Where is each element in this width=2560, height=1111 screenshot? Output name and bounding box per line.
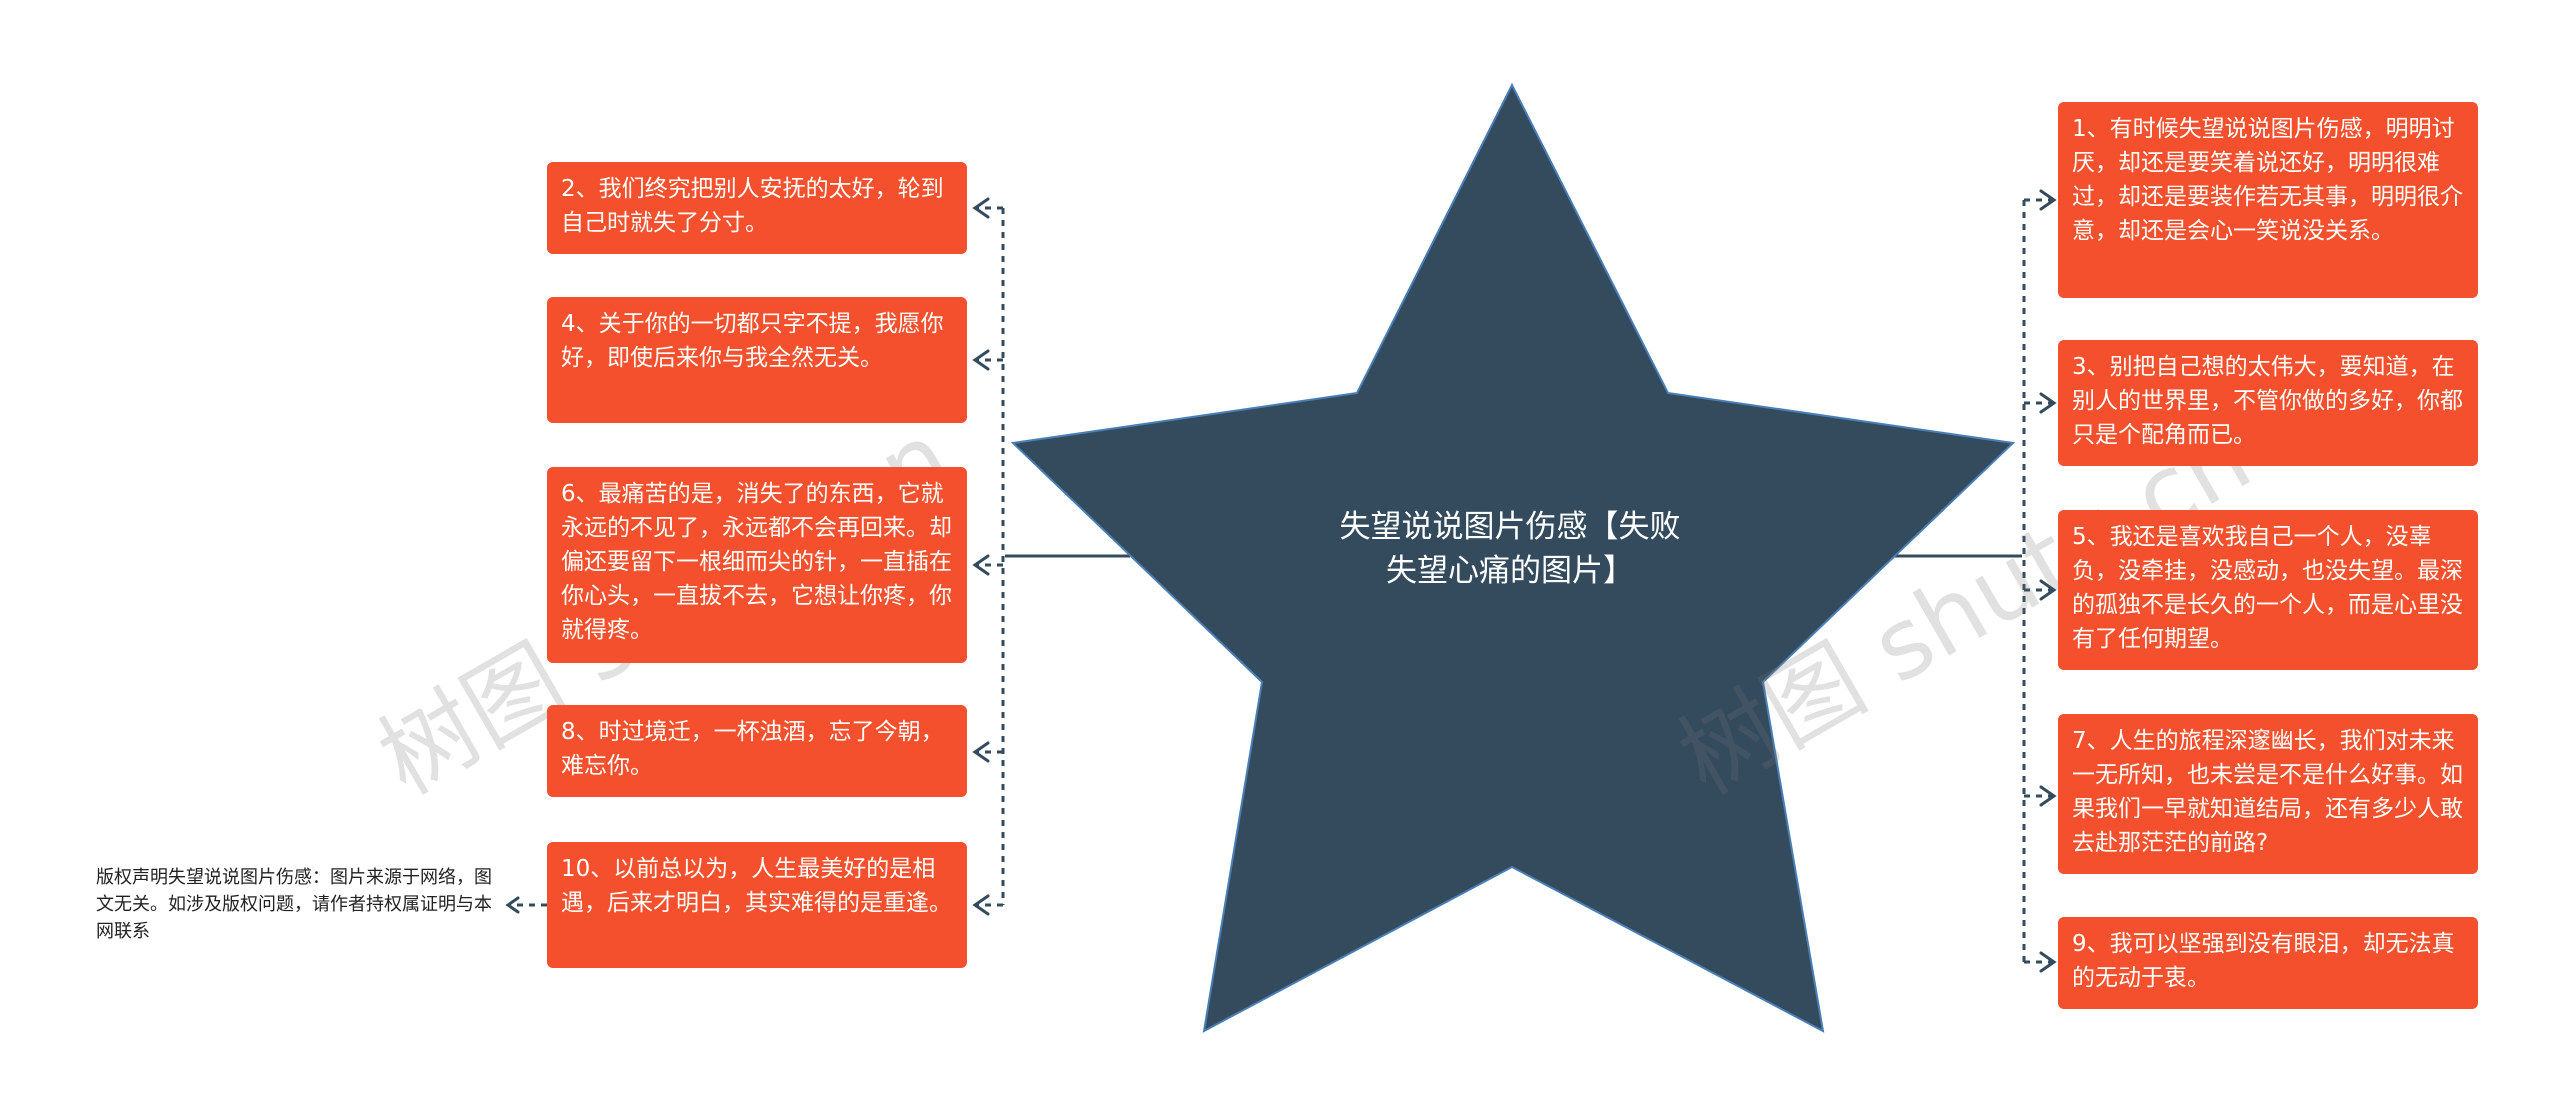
arrow-left-10 [972,894,990,916]
arrow-left-4 [972,349,990,371]
arrow-left-8 [972,741,990,763]
topic-node-7[interactable]: 7、人生的旅程深邃幽长，我们对未来一无所知，也未尝是不是什么好事。如果我们一早就… [2058,714,2478,874]
topic-node-3[interactable]: 3、别把自己想的太伟大，要知道，在别人的世界里，不管你做的多好，你都只是个配角而… [2058,340,2478,466]
topic-node-4[interactable]: 4、关于你的一切都只字不提，我愿你好，即使后来你与我全然无关。 [547,297,967,423]
arrow-left-2 [972,197,990,219]
arrow-right-3 [2039,392,2057,414]
topic-node-6[interactable]: 6、最痛苦的是，消失了的东西，它就永远的不见了，永远都不会再回来。却偏还要留下一… [547,467,967,663]
topic-node-5[interactable]: 5、我还是喜欢我自己一个人，没辜负，没牵挂，没感动，也没失望。最深的孤独不是长久… [2058,510,2478,670]
topic-node-9[interactable]: 9、我可以坚强到没有眼泪，却无法真的无动于衷。 [2058,917,2478,1009]
topic-node-1[interactable]: 1、有时候失望说说图片伤感，明明讨厌，却还是要笑着说还好，明明很难过，却还是要装… [2058,102,2478,298]
arrow-right-7 [2039,785,2057,807]
topic-node-8[interactable]: 8、时过境迁，一杯浊酒，忘了今朝，难忘你。 [547,705,967,797]
topic-node-10[interactable]: 10、以前总以为，人生最美好的是相遇，后来才明白，其实难得的是重逢。 [547,842,967,968]
connectors [509,198,2052,964]
arrow-right-5 [2039,579,2057,601]
center-title-line2: 失望心痛的图片】 [1386,553,1634,589]
arrowheads [505,189,2057,973]
topic-node-2[interactable]: 2、我们终究把别人安抚的太好，轮到自己时就失了分寸。 [547,162,967,254]
arrow-copyright [505,896,520,914]
center-star-shape [1010,82,2016,1033]
arrow-right-1 [2039,189,2057,211]
arrow-left-6 [972,554,990,576]
center-topic[interactable]: 失望说说图片伤感【失败 失望心痛的图片】 [1300,505,1720,593]
arrow-right-9 [2039,951,2057,973]
center-title-line1: 失望说说图片伤感【失败 [1339,509,1681,545]
copyright-note: 版权声明失望说说图片伤感：图片来源于网络，图文无关。如涉及版权问题，请作者持权属… [96,867,492,942]
